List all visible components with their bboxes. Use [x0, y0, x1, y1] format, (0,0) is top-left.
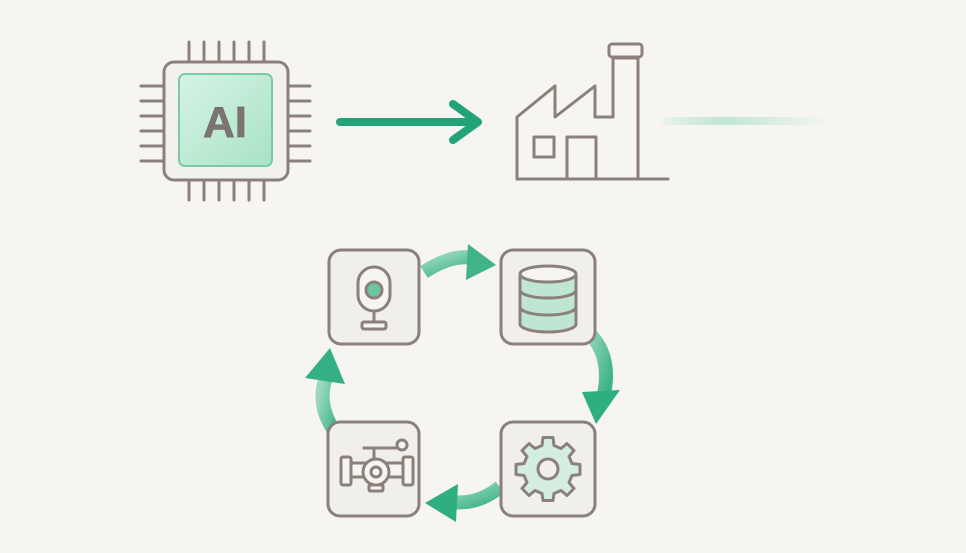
factory-icon — [515, 42, 670, 181]
valve-icon — [339, 438, 415, 493]
chip-label: AI — [203, 98, 247, 147]
cycle-arrow-top — [420, 244, 496, 280]
camera-sensor-icon — [356, 265, 392, 331]
cycle-arrow-left — [305, 348, 345, 437]
gear-tile — [499, 420, 597, 518]
valve-tile — [326, 420, 421, 518]
fading-connector-line — [662, 117, 830, 125]
cycle-arrows — [305, 244, 620, 522]
database-icon — [518, 264, 578, 334]
cycle-arrow-bottom — [425, 481, 505, 522]
flow-arrow — [336, 100, 482, 144]
database-tile — [499, 248, 597, 346]
cycle-arrow-right — [582, 326, 620, 424]
camera-sensor-tile — [327, 248, 421, 346]
ai-chip-icon: AI — [139, 40, 312, 202]
gear-icon — [514, 436, 582, 502]
